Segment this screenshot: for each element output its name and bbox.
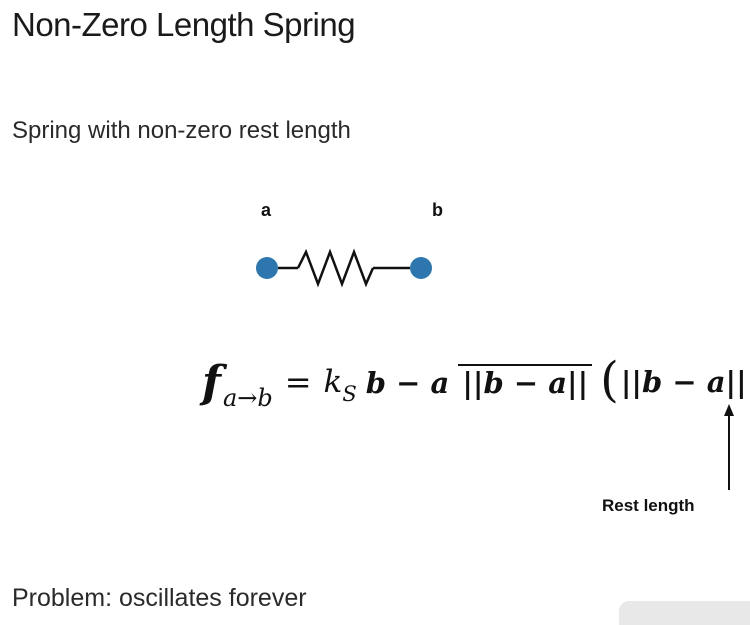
point-a-dot [256, 257, 278, 279]
direction-fraction: b − a ||b − a|| [362, 364, 593, 400]
spring-constant-symbol: k [323, 364, 343, 400]
point-b-label: b [432, 200, 443, 220]
slide-subtitle: Spring with non-zero rest length [12, 117, 351, 144]
force-symbol: f [202, 356, 221, 408]
open-paren: ( [600, 352, 619, 408]
spring-force-formula: f a→b = k S b − a ||b − a|| ( ||b − a|| … [202, 330, 750, 434]
spring-constant-subscript: S [342, 382, 357, 406]
point-a-label: a [261, 200, 272, 220]
problem-text: Problem: oscillates forever [12, 584, 307, 612]
fraction-numerator: b − a [365, 366, 450, 400]
point-b-dot [410, 257, 432, 279]
norm-term: ||b − a|| [620, 365, 747, 399]
corner-overlay [619, 601, 750, 625]
spring-icon [256, 248, 432, 288]
rest-length-label: Rest length [602, 496, 695, 515]
force-subscript: a→b [222, 384, 273, 412]
up-arrow-icon [724, 404, 734, 490]
fraction-denominator: ||b − a|| [458, 364, 593, 400]
equals-sign: = [284, 363, 312, 401]
slide-title: Non-Zero Length Spring [12, 6, 356, 43]
